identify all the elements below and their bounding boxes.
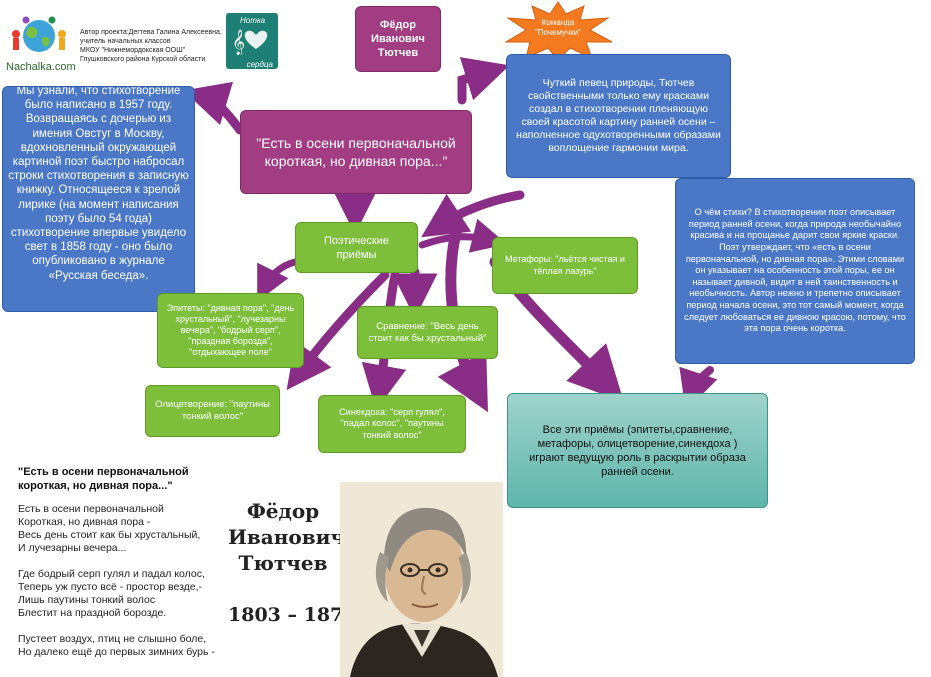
arrow-singer-to-devices bbox=[421, 190, 525, 238]
epithets-box: Эпитеты: "дивная пора", "день хрустальны… bbox=[157, 293, 304, 368]
singer-text: Чуткий певец природы, Тютчев свойственны… bbox=[516, 77, 721, 154]
comparison-text: Сравнение: "Весь день стоит как бы хруст… bbox=[368, 320, 487, 344]
poem-line: И лучезарны вечера... bbox=[18, 542, 127, 554]
central-title-text: "Есть в осени первоначальной короткая, н… bbox=[256, 135, 456, 169]
poem-line: Лишь паутины тонкий волос bbox=[18, 594, 156, 606]
tyutchev-portrait bbox=[340, 482, 503, 677]
credit-line: МКОУ "Нижнемордокская ООШ" bbox=[80, 47, 186, 54]
poem-line: Есть в осени первоначальной bbox=[18, 503, 164, 515]
arrow-central-to-history bbox=[183, 81, 245, 135]
poem-line: Короткая, но дивная пора - bbox=[18, 516, 151, 528]
about-box: О чём стихи? В стихотворении поэт описыв… bbox=[675, 178, 915, 364]
notka-serdtsa-badge: Нотка 𝄞 сердца bbox=[226, 13, 278, 69]
credit-line: Автор проекта:Дегтева Галина Алексеевна, bbox=[80, 29, 222, 36]
poem-line: Пустеет воздух, птиц не слышно боле, bbox=[18, 633, 207, 645]
history-box: Мы узнали, что стихотворение было написа… bbox=[2, 86, 195, 312]
poem-line: Где бодрый серп гулял и падал колос, bbox=[18, 568, 205, 580]
author-name-text: Фёдор Иванович Тютчев bbox=[371, 19, 425, 59]
synecdoche-text: Синекдоха: "серп гулял", "падал колос", … bbox=[339, 406, 445, 440]
heart-note-icon: 𝄞 bbox=[232, 29, 268, 55]
conclusion-box: Все эти приёмы (эпитеты,сравнение, метаф… bbox=[507, 393, 768, 508]
svg-text:𝄞: 𝄞 bbox=[232, 29, 245, 55]
poetic-devices-title: Поэтические приёмы bbox=[323, 234, 389, 261]
epithets-text: Эпитеты: "дивная пора", "день хрустальны… bbox=[166, 303, 295, 357]
portrait-years: 1803 – 1873 bbox=[228, 604, 357, 626]
portrait-first-name: Фёдор bbox=[246, 499, 320, 523]
globe-icon bbox=[12, 16, 66, 52]
logo-site-name: Nachalka.com bbox=[6, 61, 76, 73]
poem-line: Блестит на праздной борозде. bbox=[18, 607, 167, 619]
comparison-box: Сравнение: "Весь день стоит как бы хруст… bbox=[357, 306, 498, 359]
team-star: Команда "Почемучки" bbox=[500, 0, 616, 62]
singer-box: Чуткий певец природы, Тютчев свойственны… bbox=[506, 54, 731, 178]
synecdoche-box: Синекдоха: "серп гулял", "падал колос", … bbox=[318, 395, 466, 453]
author-name-box: Фёдор Иванович Тютчев bbox=[355, 6, 441, 72]
central-title-box: "Есть в осени первоначальной короткая, н… bbox=[240, 110, 472, 194]
poem-line bbox=[18, 620, 243, 633]
poem-title: "Есть в осени первоначальной короткая, н… bbox=[18, 466, 189, 492]
metaphors-box: Метафоры: "льётся чистая и тёплая лазурь… bbox=[492, 237, 638, 294]
poem-line: Весь день стоит как бы хрустальный, bbox=[18, 529, 201, 541]
metaphors-text: Метафоры: "льётся чистая и тёплая лазурь… bbox=[505, 254, 625, 276]
personification-box: Олицетворение: "паутины тонкий волос" bbox=[145, 385, 280, 437]
nachalka-logo: Nachalka.com bbox=[6, 14, 76, 73]
poem-line bbox=[18, 555, 243, 568]
badge-text-top: Нотка bbox=[240, 16, 266, 25]
project-credits: Автор проекта:Дегтева Галина Алексеевна,… bbox=[80, 28, 225, 73]
personification-text: Олицетворение: "паутины тонкий волос" bbox=[155, 399, 270, 422]
credit-line: Глушковского района Курской области bbox=[80, 56, 206, 63]
poetic-devices-box: Поэтические приёмы bbox=[295, 222, 418, 273]
portrait-illustration bbox=[340, 482, 503, 677]
portrait-caption: Фёдор Иванович Тютчев 1803 – 1873 bbox=[228, 498, 357, 638]
arrow-devices-to-personification bbox=[286, 270, 390, 391]
arrow-about-to-conclusion bbox=[679, 366, 718, 411]
credit-line: учитель начальных классов bbox=[80, 38, 171, 45]
conclusion-text: Все эти приёмы (эпитеты,сравнение, метаф… bbox=[529, 423, 746, 478]
about-text: О чём стихи? В стихотворении поэт описыв… bbox=[684, 207, 906, 334]
poem-line: Теперь уж пусто всё - простор везде,- bbox=[18, 581, 203, 593]
portrait-middle-name: Иванович bbox=[228, 525, 346, 549]
poem-block: "Есть в осени первоначальной короткая, н… bbox=[18, 465, 243, 675]
arrow-devices-to-epithets bbox=[257, 258, 299, 302]
poem-line: Но далеко ещё до первых зимних бурь - bbox=[18, 646, 215, 658]
history-text: Мы узнали, что стихотворение было написа… bbox=[8, 86, 189, 282]
team-label: Команда bbox=[541, 18, 575, 27]
badge-text-bottom: сердца bbox=[246, 60, 273, 69]
team-name: "Почемучки" bbox=[534, 28, 582, 37]
portrait-last-name: Тютчев bbox=[238, 551, 328, 575]
arrow-author-to-singer bbox=[457, 57, 510, 105]
